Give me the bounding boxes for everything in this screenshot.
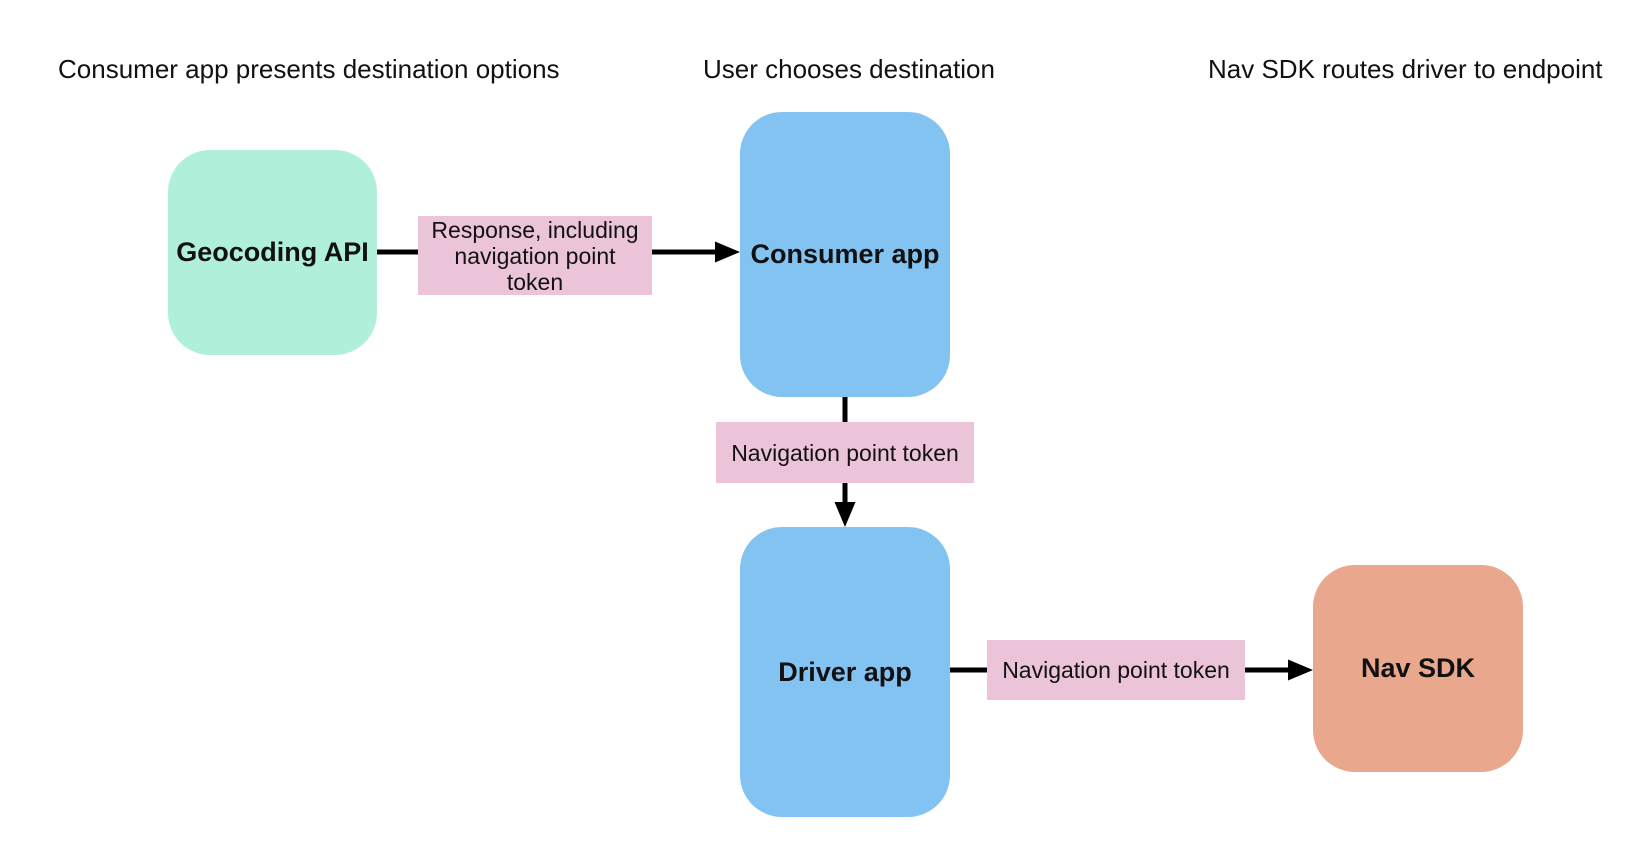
stage-heading-consumer-presents: Consumer app presents destination option…: [58, 54, 560, 84]
node-consumer-app: Consumer app: [740, 112, 950, 397]
node-geocoding-api-label: Geocoding API: [176, 237, 369, 267]
node-nav-sdk-label: Nav SDK: [1360, 653, 1476, 683]
edge-label-navigation-point-token-bottom: Navigation point token: [987, 640, 1245, 700]
arrow-consumer-to-driver: [834, 397, 856, 527]
node-geocoding-api: Geocoding API: [168, 150, 377, 355]
edge-label-response-including-token: Response, including navigation point tok…: [418, 216, 652, 295]
node-consumer-app-label: Consumer app: [750, 239, 940, 269]
node-driver-app-label: Driver app: [778, 656, 912, 687]
node-nav-sdk: Nav SDK: [1313, 565, 1523, 772]
stage-heading-navsdk-routes: Nav SDK routes driver to endpoint: [1208, 54, 1603, 84]
arrow-driver-to-navsdk: [948, 659, 1313, 681]
edge-label-navigation-point-token-mid: Navigation point token: [716, 422, 974, 483]
arrow-geocoding-to-consumer: [377, 241, 740, 263]
stage-heading-user-chooses: User chooses destination: [703, 54, 995, 84]
node-driver-app: Driver app: [740, 527, 950, 817]
